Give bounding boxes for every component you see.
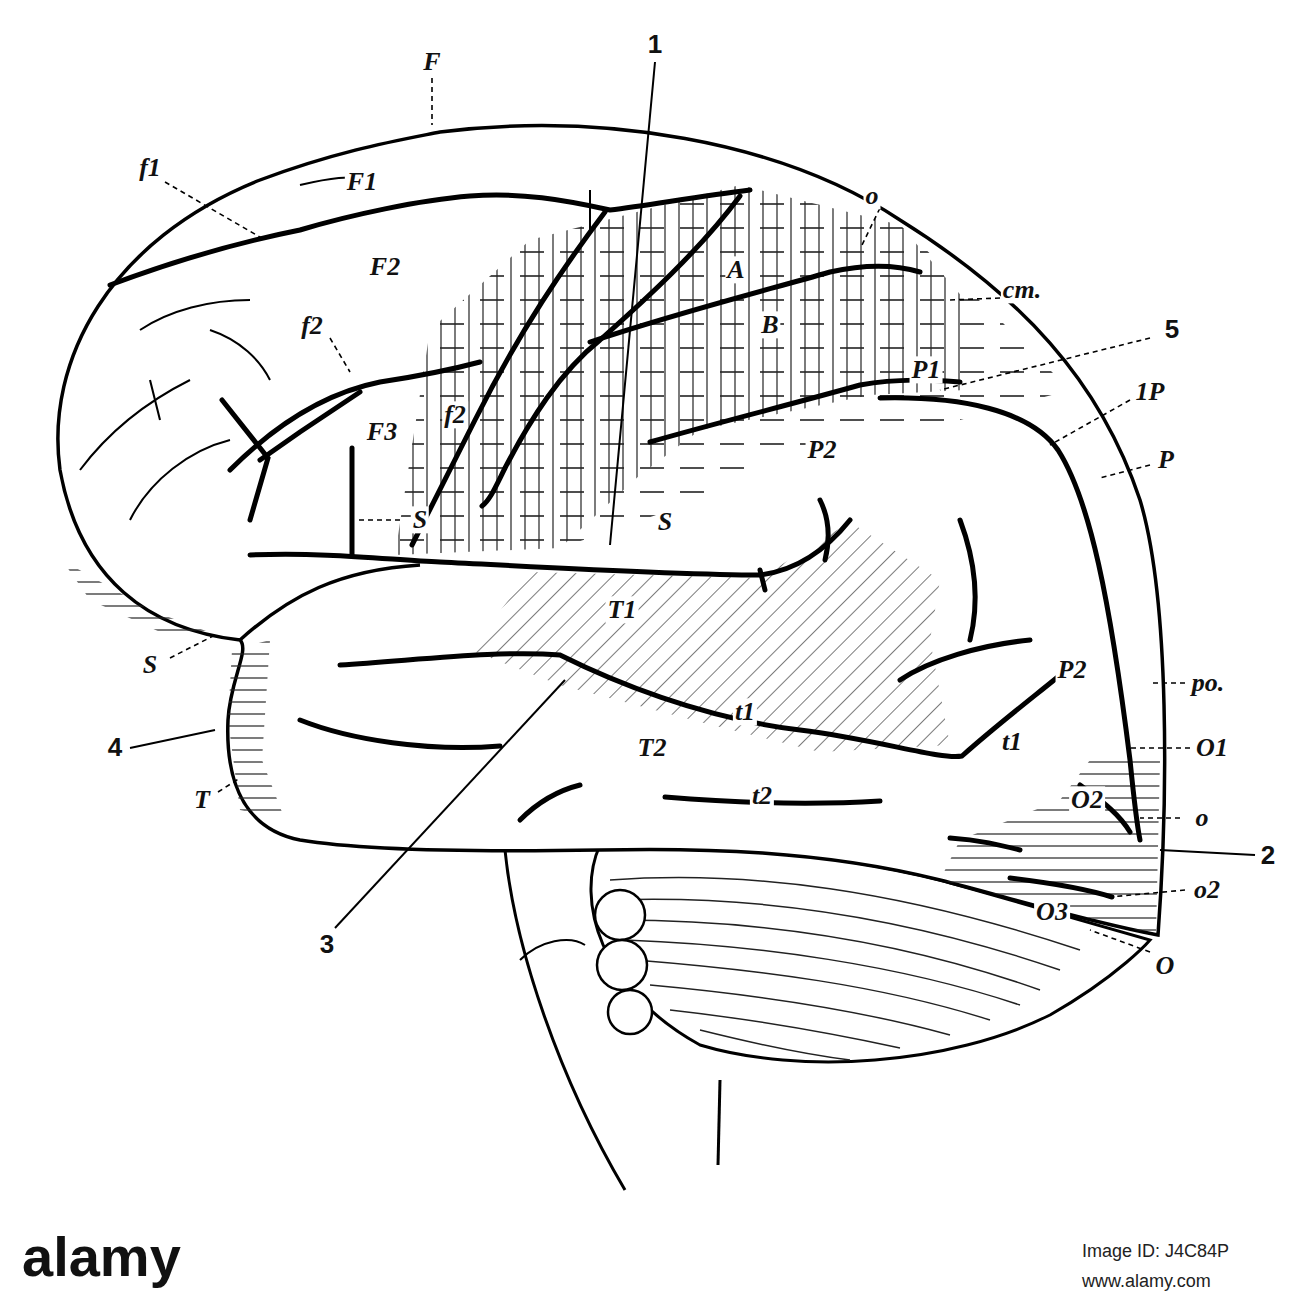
callout-number: 3 [318,931,336,958]
region-label: O2 [1069,786,1105,813]
region-label: f2 [299,312,325,339]
region-label: A [725,256,746,283]
callout-number: 1 [646,31,664,58]
region-label: po. [1190,669,1227,696]
region-label: F [421,48,442,75]
region-label: O [1154,952,1177,979]
region-label: t1 [1000,728,1024,755]
region-label: f2 [442,401,468,428]
region-label: o [864,182,881,209]
region-label: 1P [1134,378,1167,405]
watermark: alamy [20,1228,183,1287]
callout-number: 5 [1163,316,1181,343]
region-label: S [141,651,159,678]
region-label: T1 [606,596,639,623]
region-label: f1 [137,154,163,181]
region-label: O3 [1034,898,1070,925]
region-label: B [759,311,780,338]
callout-number: 4 [106,734,124,761]
region-label: P [1156,446,1176,473]
region-label: cm. [1001,276,1043,303]
watermark: www.alamy.com [1080,1272,1213,1291]
region-label: S [656,508,674,535]
region-label: F2 [368,253,402,280]
callout-number: 2 [1259,842,1277,869]
region-label: t1 [733,698,757,725]
region-label: T [192,786,212,813]
region-label: O1 [1194,734,1230,761]
region-label: t2 [750,782,774,809]
region-label: F3 [365,418,399,445]
region-label: T2 [636,734,669,761]
region-label: o [1194,804,1211,831]
region-label: P2 [1056,656,1089,683]
watermark: Image ID: J4C84P [1080,1242,1231,1261]
region-label: S [411,506,429,533]
region-label: o2 [1192,876,1222,903]
region-label: P1 [910,356,943,383]
region-label: F1 [345,168,379,195]
region-label: P2 [806,436,839,463]
